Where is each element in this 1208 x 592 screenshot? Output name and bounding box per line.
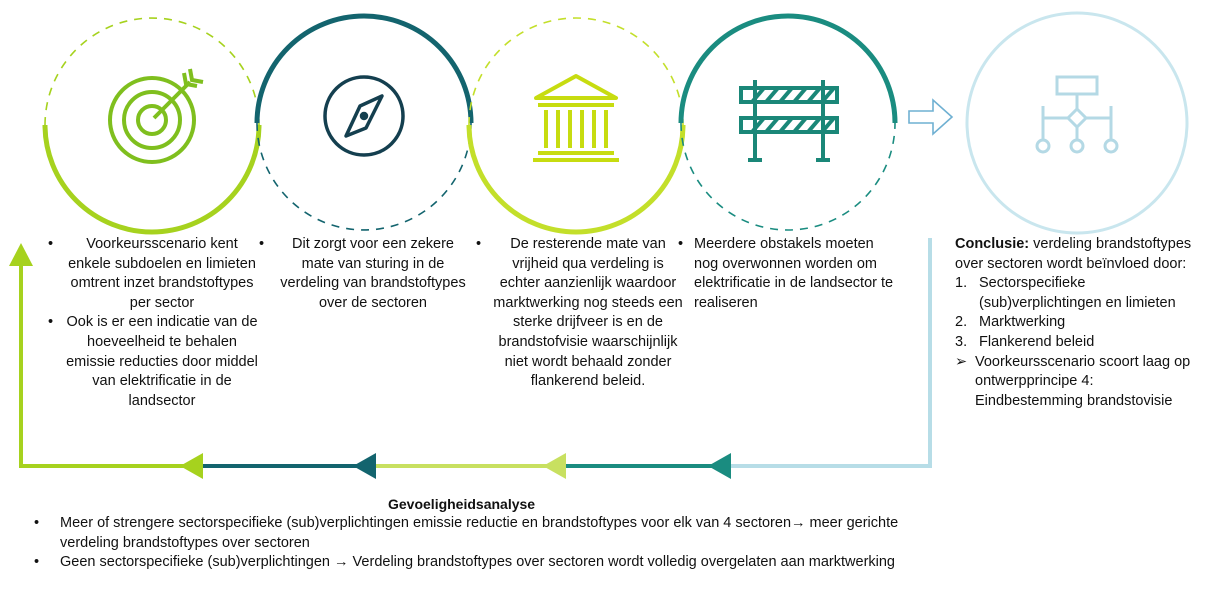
conclusion-lead: Conclusie: verdeling brandstoftypes over…: [955, 236, 1192, 272]
list-item: •De resterende mate van vrijheid qua ver…: [476, 236, 683, 390]
conclusion-item: 1.Sectorspecifieke (sub)verplichtingen e…: [955, 275, 1176, 311]
bullet: •: [34, 515, 40, 531]
step-1-text: •Voorkeursscenario kent enkele subdoelen…: [48, 235, 260, 411]
government-building-icon: [533, 74, 619, 162]
list-item: •Meerdere obstakels moeten nog overwonne…: [678, 236, 894, 311]
step-4-text: •Meerdere obstakels moeten nog overwonne…: [678, 235, 900, 313]
next-arrow-icon: [908, 98, 954, 136]
target-icon: [108, 68, 204, 164]
feedback-loop: [19, 238, 932, 468]
list-item: •Voorkeursscenario kent enkele subdoelen…: [48, 236, 256, 311]
step-circle-3: [466, 17, 686, 235]
bullet: •: [476, 236, 482, 252]
loop-arrowhead: [708, 453, 731, 479]
bullet: •: [48, 314, 54, 331]
step-3-text: •De resterende mate van vrijheid qua ver…: [476, 235, 684, 392]
loop-arrowhead: [543, 453, 566, 479]
sensitivity-list: •Meer of strengere sectorspecifieke (sub…: [34, 514, 934, 573]
loop-arrowhead: [180, 453, 203, 479]
conclusion-circle: [965, 11, 1189, 235]
bullet: •: [678, 236, 684, 252]
step-2-text: •Dit zorgt voor een zekere mate van stur…: [259, 235, 471, 313]
list-item: •Dit zorgt voor een zekere mate van stur…: [259, 236, 466, 311]
barrier-icon: [739, 80, 839, 162]
list-item: •Geen sectorspecifieke (sub)verplichting…: [34, 553, 934, 573]
step-circle-1: [42, 17, 262, 235]
conclusion-arrow-item: ➢Voorkeursscenario scoort laag op ontwer…: [955, 353, 1191, 409]
bullet: •: [259, 236, 265, 252]
loop-arrowhead: [353, 453, 376, 479]
list-item: •Ook is er een indicatie van de hoeveelh…: [48, 314, 258, 409]
list-item: •Meer of strengere sectorspecifieke (sub…: [34, 515, 899, 551]
conclusion-item: 3.Flankerend beleid: [955, 333, 1095, 350]
conclusion-text: Conclusie: verdeling brandstoftypes over…: [955, 235, 1205, 411]
flowchart-icon: [1035, 75, 1119, 154]
arrow-bullet-icon: ➢: [955, 353, 968, 370]
compass-icon: [323, 75, 405, 157]
loop-arrowhead-up: [9, 243, 33, 266]
step-circle-2: [254, 13, 474, 231]
bullet: •: [34, 554, 40, 570]
sensitivity-title: Gevoeligheidsanalyse: [388, 496, 536, 512]
step-circle-4: [678, 13, 898, 231]
conclusion-item: 2.Marktwerking: [955, 314, 1066, 331]
bullet: •: [48, 236, 54, 252]
